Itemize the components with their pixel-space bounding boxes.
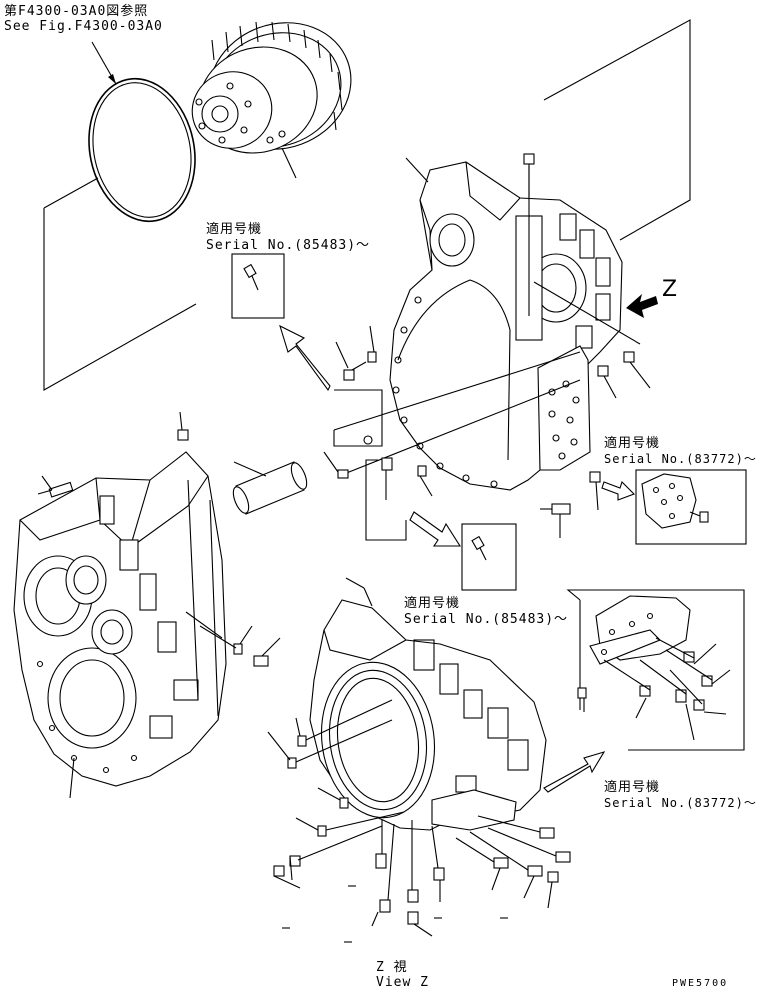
callout-box-83772-bottom-detail <box>566 589 745 751</box>
bolt-icon <box>343 351 377 381</box>
reference-label-en: See Fig.F4300-03A0 <box>4 19 163 34</box>
view-z-marker: Z <box>662 277 678 302</box>
reference-label-jp: 第F4300-03A0図参照 <box>4 4 149 19</box>
arrow-icon <box>543 751 606 793</box>
reference-plane <box>43 19 691 391</box>
bolt-icon <box>337 469 349 479</box>
bolt-icon <box>523 153 535 200</box>
clutch-pack-icon <box>191 21 352 154</box>
view-z-caption-en: View Z <box>376 975 429 990</box>
callout-83772-bottom-en: Serial No.(83772)～ <box>604 796 757 810</box>
callout-box-85483-top <box>231 253 285 319</box>
bolt-icon <box>243 263 259 291</box>
valve-plate-detail-icon <box>641 473 709 529</box>
callout-85483-top-jp: 適用号機 <box>206 222 263 237</box>
callout-box-85483-center <box>461 523 517 591</box>
arrow-icon <box>409 511 462 547</box>
callout-85483-mid-en: Serial No.(85483)～ <box>404 612 569 627</box>
callout-83772-bottom-jp: 適用号機 <box>604 780 661 795</box>
bolt-icon <box>233 643 269 667</box>
callout-85483-top-en: Serial No.(85483)～ <box>206 238 371 253</box>
bolt-icon <box>540 471 601 515</box>
drawing-code: PWE5700 <box>672 978 729 989</box>
bolt-icon <box>37 481 74 498</box>
bolt-icon <box>417 351 635 477</box>
arrow-icon <box>601 480 635 501</box>
bolt-icon <box>471 535 487 561</box>
callout-85483-mid-jp: 適用号機 <box>404 596 461 611</box>
arrow-icon <box>279 324 331 392</box>
bolt-icon <box>273 735 571 925</box>
view-z-caption-jp: Z 視 <box>376 960 408 975</box>
callout-83772-right-en: Serial No.(83772)～ <box>604 452 757 466</box>
callout-box-83772-right <box>635 469 747 545</box>
upper-housing-icon <box>389 161 623 491</box>
strainer-cylinder-icon <box>232 461 308 515</box>
o-ring-icon <box>88 77 196 223</box>
callout-83772-right-jp: 適用号機 <box>604 436 661 451</box>
transmission-case-icon <box>13 451 227 787</box>
view-z-arrow-icon <box>626 294 658 318</box>
